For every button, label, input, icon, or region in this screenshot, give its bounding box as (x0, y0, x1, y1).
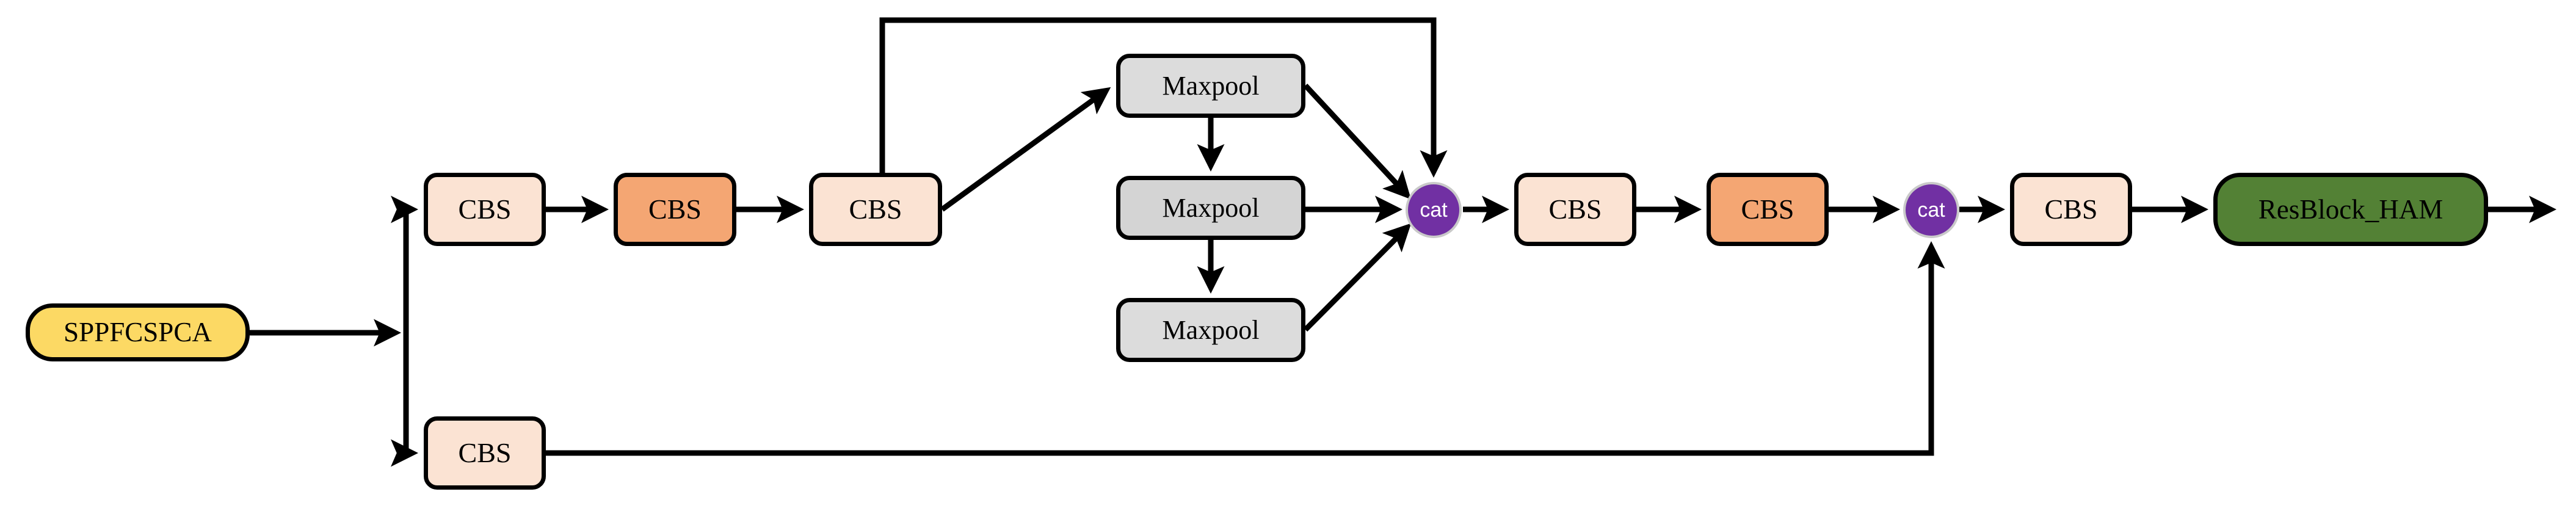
node-concat-2[interactable]: cat (1903, 182, 1959, 238)
node-concat-1[interactable]: cat (1406, 182, 1462, 238)
node-maxpool-2[interactable]: Maxpool (1116, 176, 1305, 240)
node-concat-1-label: cat (1420, 198, 1448, 222)
node-cbs-top-4[interactable]: CBS (1514, 173, 1636, 246)
node-cbs-top-3[interactable]: CBS (809, 173, 942, 246)
node-sppfcspca[interactable]: SPPFCSPCA (26, 303, 250, 361)
node-cbs-top-4-label: CBS (1548, 194, 1602, 225)
node-concat-2-label: cat (1917, 198, 1945, 222)
node-cbs-top-5-label: CBS (1741, 194, 1794, 225)
node-maxpool-3-label: Maxpool (1162, 314, 1260, 345)
edge-maxpool3-to-cat1 (1303, 223, 1412, 332)
node-maxpool-1[interactable]: Maxpool (1116, 54, 1305, 118)
node-resblock-ham[interactable]: ResBlock_HAM (2213, 173, 2488, 246)
node-cbs-top-3-label: CBS (849, 194, 902, 225)
node-cbs-bottom-1-label: CBS (458, 437, 512, 468)
node-cbs-top-1[interactable]: CBS (424, 173, 546, 246)
node-maxpool-2-label: Maxpool (1162, 192, 1260, 223)
node-maxpool-1-label: Maxpool (1162, 70, 1260, 101)
node-resblock-ham-label: ResBlock_HAM (2258, 194, 2444, 225)
edge-maxpool1-to-cat1 (1303, 83, 1412, 200)
node-cbs-top-6[interactable]: CBS (2010, 173, 2132, 246)
node-cbs-top-1-label: CBS (458, 194, 512, 225)
node-cbs-top-2[interactable]: CBS (614, 173, 736, 246)
node-cbs-top-5[interactable]: CBS (1707, 173, 1829, 246)
edge-cbs3-to-maxpool1 (940, 87, 1111, 212)
edge-branch-elbow-top (403, 206, 409, 212)
node-maxpool-3[interactable]: Maxpool (1116, 298, 1305, 362)
node-cbs-top-2-label: CBS (648, 194, 702, 225)
node-cbs-bottom-1[interactable]: CBS (424, 416, 546, 490)
node-sppfcspca-label: SPPFCSPCA (63, 317, 212, 347)
node-cbs-top-6-label: CBS (2044, 194, 2098, 225)
